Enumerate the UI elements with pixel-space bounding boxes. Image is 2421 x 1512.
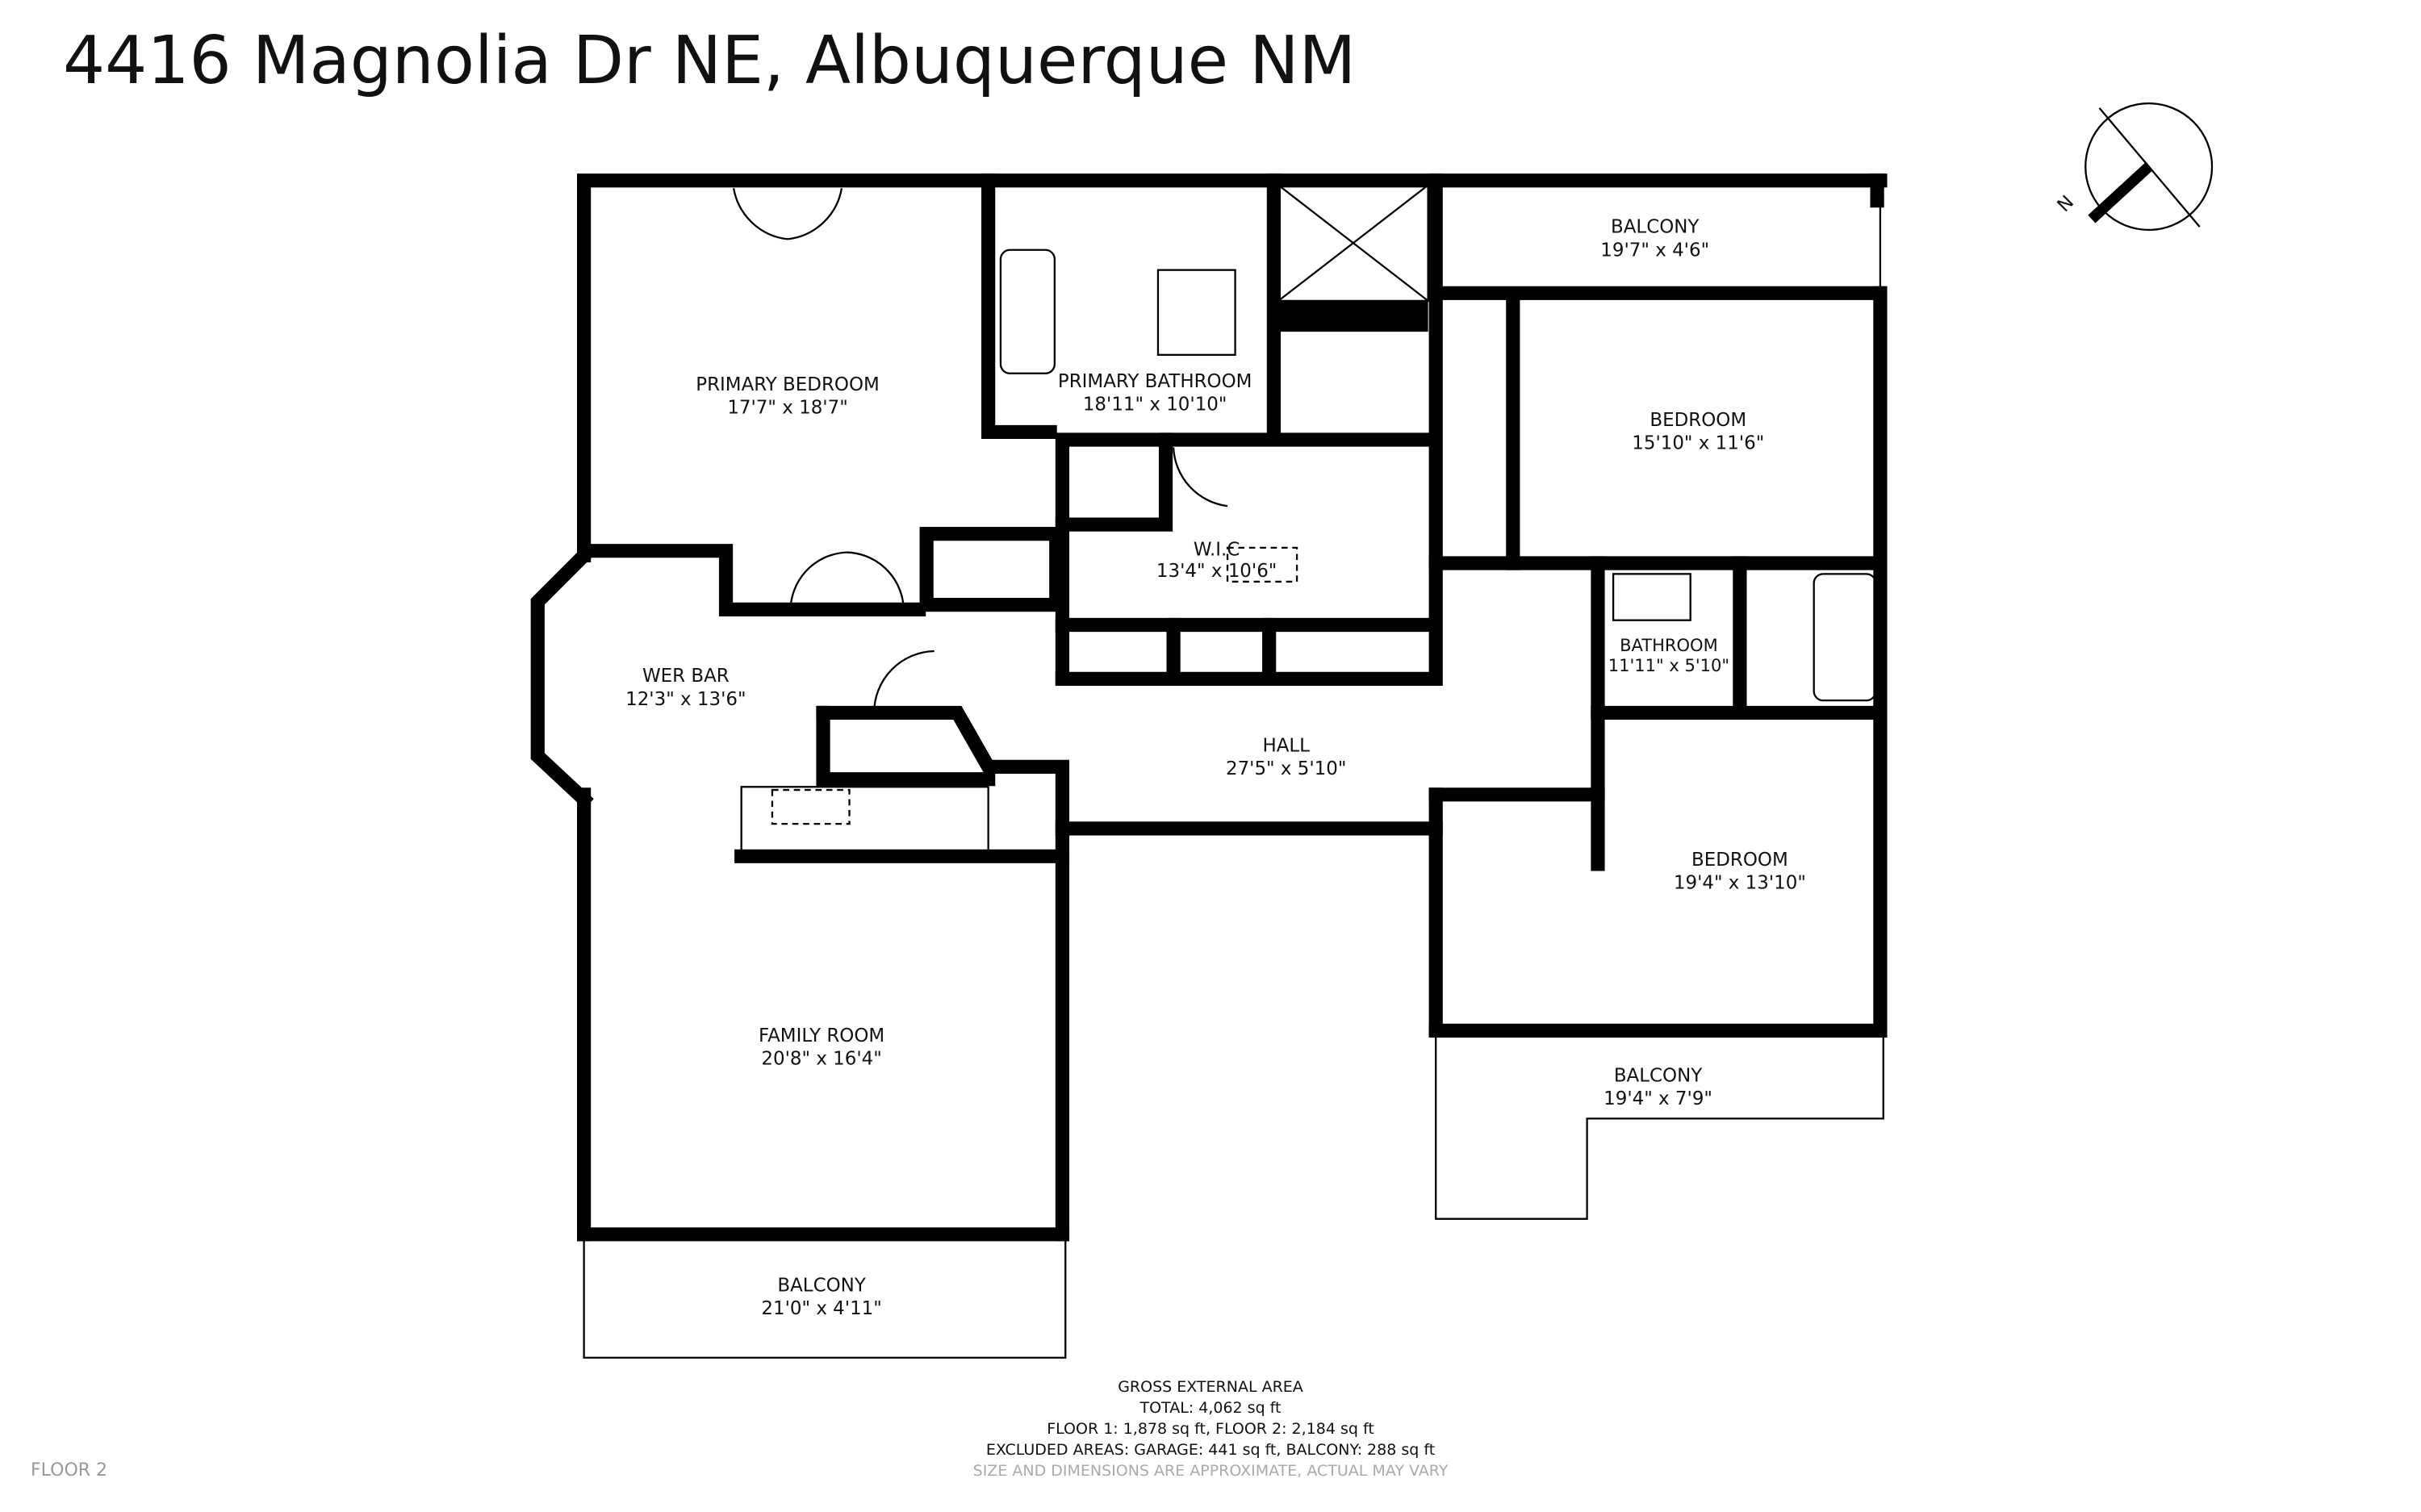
room-dims: 17'7" x 18'7"	[727, 397, 847, 418]
walls	[530, 173, 1888, 1242]
room-dims: 11'11" x 5'10"	[1608, 655, 1729, 675]
room-name: HALL	[1262, 735, 1310, 756]
room-dims: 19'7" x 4'6"	[1600, 240, 1709, 261]
fixtures	[732, 184, 1877, 858]
floor-label: FLOOR 2	[31, 1460, 108, 1481]
area-excluded: EXCLUDED AREAS: GARAGE: 441 sq ft, BALCO…	[985, 1441, 1436, 1459]
room-dims: 21'0" x 4'11"	[761, 1298, 881, 1319]
room-name: BEDROOM	[1650, 410, 1746, 431]
room-name: BALCONY	[1611, 217, 1700, 238]
room-dims: 15'10" x 11'6"	[1632, 432, 1764, 453]
area-floors: FLOOR 1: 1,878 sq ft, FLOOR 2: 2,184 sq …	[1047, 1420, 1374, 1438]
room-name: PRIMARY BEDROOM	[696, 374, 880, 395]
room-name: W.I.C	[1194, 539, 1240, 560]
area-total: TOTAL: 4,062 sq ft	[1139, 1399, 1282, 1417]
room-dims: 27'5" x 5'10"	[1226, 758, 1346, 779]
room-name: BATHROOM	[1620, 635, 1718, 655]
room-name: FAMILY ROOM	[759, 1025, 884, 1046]
room-name: BALCONY	[1614, 1065, 1703, 1086]
page-title: 4416 Magnolia Dr NE, Albuquerque NM	[63, 23, 1357, 99]
room-dims: 19'4" x 7'9"	[1604, 1088, 1712, 1109]
compass-icon: N	[2054, 102, 2214, 232]
area-disclaimer: SIZE AND DIMENSIONS ARE APPROXIMATE, ACT…	[972, 1462, 1449, 1480]
compass-label: N	[2054, 192, 2079, 217]
room-dims: 18'11" x 10'10"	[1083, 395, 1227, 416]
area-heading: GROSS EXTERNAL AREA	[1118, 1378, 1303, 1396]
room-name: WER BAR	[642, 666, 730, 687]
room-dims: 20'8" x 16'4"	[761, 1048, 881, 1069]
room-dims: 19'4" x 13'10"	[1674, 872, 1806, 893]
room-dims: 12'3" x 13'6"	[625, 689, 746, 710]
room-labels: PRIMARY BEDROOM 17'7" x 18'7" PRIMARY BA…	[625, 217, 1806, 1319]
room-name: PRIMARY BATHROOM	[1058, 371, 1252, 392]
room-name: BEDROOM	[1691, 850, 1788, 871]
room-dims: 13'4" x 10'6"	[1156, 561, 1277, 582]
area-summary: GROSS EXTERNAL AREA TOTAL: 4,062 sq ft F…	[807, 1376, 1614, 1481]
room-name: BALCONY	[777, 1276, 866, 1297]
